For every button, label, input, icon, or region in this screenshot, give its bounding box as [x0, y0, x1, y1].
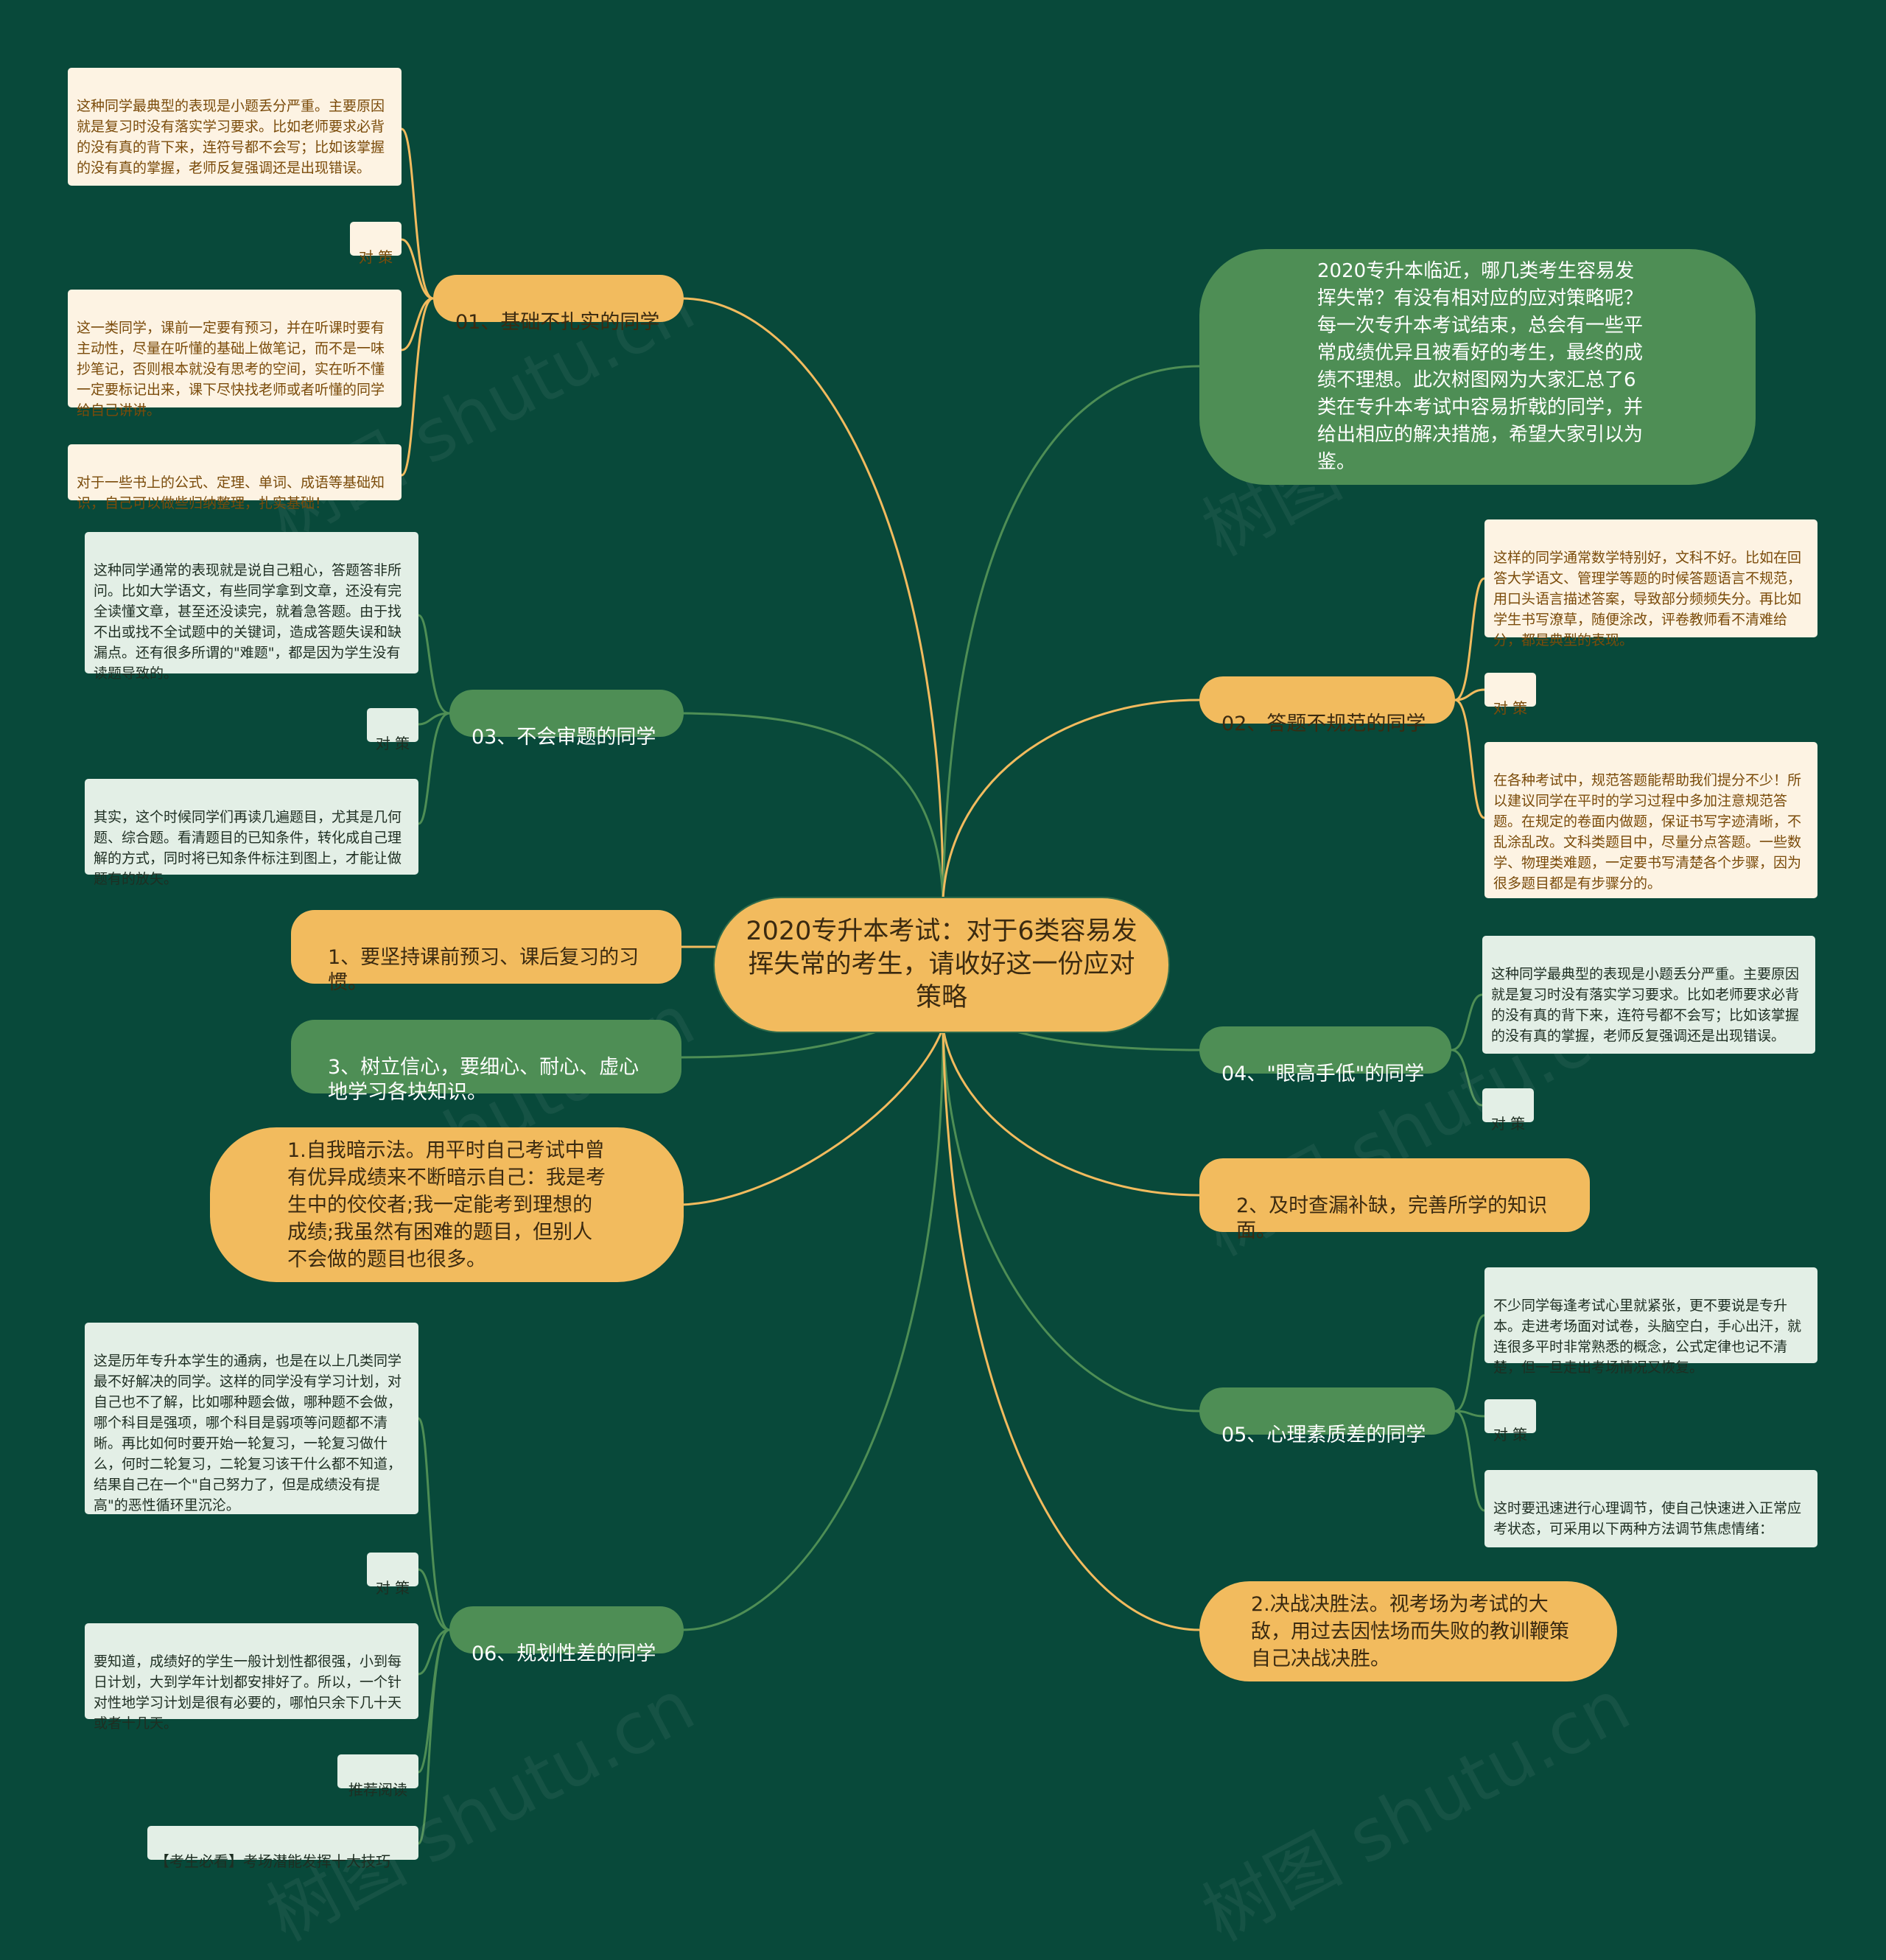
branch-03-desc: 这种同学通常的表现就是说自己粗心，答题答非所问。比如大学语文，有些同学拿到文章，…: [85, 532, 418, 682]
branch-01[interactable]: 01、基础不扎实的同学: [433, 275, 684, 334]
branch-03-label: 03、不会审题的同学: [472, 726, 656, 749]
link-center-b01: [680, 297, 944, 900]
branch-05-label: 05、心理素质差的同学: [1221, 1424, 1426, 1446]
branch-01-strategy-1: 这一类同学，课前一定要有预习，并在听课时要有主动性，尽量在听懂的基础上做笔记，而…: [68, 290, 402, 419]
center-title: 2020专升本考试：对于6类容易发挥失常的考生，请收好这一份应对策略: [746, 917, 1137, 1012]
branch-05[interactable]: 05、心理素质差的同学: [1199, 1387, 1455, 1446]
link-b06-desc: [417, 1417, 451, 1631]
branch-01-strategy-2-text: 对于一些书上的公式、定理、单词、成语等基础知识，自己可以做些归纳整理，扎实基础！: [77, 475, 385, 511]
branch-04-desc-text: 这种同学最典型的表现是小题丢分严重。主要原因就是复习时没有落实学习要求。比如老师…: [1491, 966, 1800, 1044]
branch-06-recommend-tag-text: 推荐阅读: [348, 1781, 407, 1799]
link-center-b05: [942, 1026, 1201, 1413]
branch-06-recommend-link-text[interactable]: 【考生必看】考场潜能发挥十大技巧: [155, 1852, 390, 1870]
branch-05-desc-text: 不少同学每逢考试心里就紧张，更不要说是专升本。走进考场面对试卷，头脑空白，手心出…: [1493, 1298, 1802, 1376]
branch-04-tag-text: 对 策: [1490, 1115, 1526, 1133]
link-center-m2: [942, 1026, 1201, 1631]
branch-02-tag: 对 策: [1484, 673, 1536, 717]
link-center-b02: [942, 699, 1201, 900]
branch-05-tag: 对 策: [1484, 1399, 1536, 1443]
link-b04-desc: [1450, 993, 1484, 1051]
link-b03-s1: [417, 712, 451, 825]
branch-06-tag: 对 策: [367, 1553, 418, 1597]
branch-06-desc-text: 这是历年专升本学生的通病，也是在以上几类同学最不好解决的同学。这样的同学没有学习…: [94, 1353, 402, 1513]
method-1-text: 1.自我暗示法。用平时自己考试中曾有优异成绩来不断暗示自己：我是考生中的佼佼者;…: [287, 1138, 606, 1271]
link-center-intro: [942, 365, 1201, 900]
intro-node[interactable]: 2020专升本临近，哪几类考生容易发挥失常？有没有相对应的应对策略呢？每一次专升…: [1199, 249, 1756, 485]
branch-01-strategy-1-text: 这一类同学，课前一定要有预习，并在听课时要有主动性，尽量在听懂的基础上做笔记，而…: [77, 320, 385, 419]
link-b01-desc: [400, 127, 435, 300]
branch-02-tag-text: 对 策: [1493, 699, 1528, 717]
tip-1-text: 1、要坚持课前预习、课后复习的习惯。: [328, 946, 639, 994]
branch-06-recommend-link[interactable]: 【考生必看】考场潜能发挥十大技巧: [147, 1826, 418, 1870]
branch-01-tag: 对 策: [350, 222, 402, 266]
link-b05-desc: [1454, 1314, 1486, 1413]
link-b06-link: [417, 1628, 451, 1845]
link-center-t3: [680, 1030, 878, 1059]
branch-01-label: 01、基础不扎实的同学: [455, 311, 660, 334]
method-2[interactable]: 2.决战决胜法。视考场为考试的大敌，用过去因怯场而失败的教训鞭策自己决战决胜。: [1199, 1581, 1617, 1681]
link-b03-desc: [417, 614, 451, 715]
branch-06[interactable]: 06、规划性差的同学: [449, 1606, 684, 1665]
branch-01-tag-text: 对 策: [358, 248, 393, 266]
tip-1[interactable]: 1、要坚持课前预习、课后复习的习惯。: [291, 910, 681, 994]
branch-01-desc: 这种同学最典型的表现是小题丢分严重。主要原因就是复习时没有落实学习要求。比如老师…: [68, 68, 402, 186]
branch-03-tag-text: 对 策: [375, 735, 410, 752]
branch-03-strategy-1-text: 其实，这个时候同学们再读几遍题目，尤其是几何题、综合题。看清题目的已知条件，转化…: [94, 809, 402, 887]
branch-02-desc-text: 这样的同学通常数学特别好，文科不好。比如在回答大学语文、管理学等题的时候答题语言…: [1493, 550, 1802, 648]
branch-03-tag: 对 策: [367, 708, 418, 752]
link-center-m1: [680, 1026, 944, 1206]
tip-2[interactable]: 2、及时查漏补缺，完善所学的知识面。: [1199, 1158, 1590, 1242]
tip-3-text: 3、树立信心，要细心、耐心、虚心地学习各块知识。: [328, 1056, 639, 1104]
link-b06-tag: [417, 1568, 451, 1631]
link-b05-s1: [1454, 1410, 1486, 1512]
method-2-text: 2.决战决胜法。视考场为考试的大敌，用过去因怯场而失败的教训鞭策自己决战决胜。: [1251, 1592, 1569, 1670]
branch-03-desc-text: 这种同学通常的表现就是说自己粗心，答题答非所问。比如大学语文，有些同学拿到文章，…: [94, 562, 402, 682]
branch-03[interactable]: 03、不会审题的同学: [449, 690, 684, 749]
method-1[interactable]: 1.自我暗示法。用平时自己考试中曾有优异成绩来不断暗示自己：我是考生中的佼佼者;…: [210, 1127, 684, 1282]
branch-02[interactable]: 02、答题不规范的同学: [1199, 676, 1455, 735]
branch-04-label: 04、"眼高手低"的同学: [1221, 1063, 1425, 1085]
branch-03-strategy-1: 其实，这个时候同学们再读几遍题目，尤其是几何题、综合题。看清题目的已知条件，转化…: [85, 779, 418, 887]
branch-06-desc: 这是历年专升本学生的通病，也是在以上几类同学最不好解决的同学。这样的同学没有学习…: [85, 1323, 418, 1514]
link-center-b04: [1015, 1030, 1201, 1051]
branch-06-tag-text: 对 策: [375, 1579, 410, 1597]
intro-text: 2020专升本临近，哪几类考生容易发挥失常？有没有相对应的应对策略呢？每一次专升…: [1317, 260, 1644, 473]
link-b06-s1: [417, 1628, 451, 1676]
center-topic[interactable]: 2020专升本考试：对于6类容易发挥失常的考生，请收好这一份应对策略: [713, 897, 1170, 1033]
branch-06-label: 06、规划性差的同学: [472, 1642, 656, 1665]
branch-02-strategy-1-text: 在各种考试中，规范答题能帮助我们提分不少！所以建议同学在平时的学习过程中多加注意…: [1493, 772, 1802, 892]
link-center-b06: [680, 1026, 944, 1631]
branch-01-strategy-2: 对于一些书上的公式、定理、单词、成语等基础知识，自己可以做些归纳整理，扎实基础！: [68, 444, 402, 511]
link-b02-desc: [1454, 577, 1486, 701]
tip-3[interactable]: 3、树立信心，要细心、耐心、虚心地学习各块知识。: [291, 1020, 681, 1104]
branch-05-strategy-1: 这时要迅速进行心理调节，使自己快速进入正常应考状态，可采用以下两种方法调节焦虑情…: [1484, 1470, 1817, 1547]
branch-05-desc: 不少同学每逢考试心里就紧张，更不要说是专升本。走进考场面对试卷，头脑空白，手心出…: [1484, 1267, 1817, 1376]
branch-02-label: 02、答题不规范的同学: [1221, 713, 1426, 735]
link-b04-tag: [1450, 1049, 1484, 1107]
link-center-b03: [680, 712, 944, 900]
branch-04-desc: 这种同学最典型的表现是小题丢分严重。主要原因就是复习时没有落实学习要求。比如老师…: [1482, 936, 1815, 1054]
branch-01-desc-text: 这种同学最典型的表现是小题丢分严重。主要原因就是复习时没有落实学习要求。比如老师…: [77, 98, 385, 176]
branch-05-strategy-1-text: 这时要迅速进行心理调节，使自己快速进入正常应考状态，可采用以下两种方法调节焦虑情…: [1493, 1500, 1802, 1537]
branch-05-tag-text: 对 策: [1493, 1426, 1528, 1443]
branch-04-tag: 对 策: [1482, 1088, 1534, 1133]
link-center-t2: [942, 1026, 1201, 1197]
link-b02-s1: [1454, 699, 1486, 819]
link-b01-tag: [400, 238, 435, 300]
link-b01-s1: [400, 297, 435, 351]
link-b02-tag: [1454, 688, 1486, 701]
branch-04[interactable]: 04、"眼高手低"的同学: [1199, 1026, 1451, 1085]
tip-2-text: 2、及时查漏补缺，完善所学的知识面。: [1236, 1194, 1548, 1242]
link-b01-s2: [400, 297, 435, 477]
branch-06-strategy-1: 要知道，成绩好的学生一般计划性都很强，小到每日计划，大到学年计划都安排好了。所以…: [85, 1623, 418, 1732]
branch-06-recommend-tag: 推荐阅读: [337, 1754, 418, 1799]
branch-02-strategy-1: 在各种考试中，规范答题能帮助我们提分不少！所以建议同学在平时的学习过程中多加注意…: [1484, 742, 1817, 898]
branch-06-strategy-1-text: 要知道，成绩好的学生一般计划性都很强，小到每日计划，大到学年计划都安排好了。所以…: [94, 1653, 402, 1732]
branch-02-desc: 这样的同学通常数学特别好，文科不好。比如在回答大学语文、管理学等题的时候答题语言…: [1484, 519, 1817, 648]
